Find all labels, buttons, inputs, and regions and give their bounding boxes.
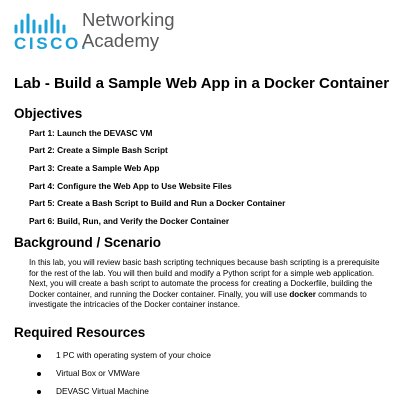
logo-networking-text: Networking (82, 9, 175, 30)
objective-part-2: Part 2: Create a Simple Bash Script (29, 145, 168, 155)
background-paragraph: In this lab, you will review basic bash … (29, 258, 391, 311)
objective-part-5: Part 5: Create a Bash Script to Build an… (29, 198, 286, 208)
cisco-bridge-bars-icon (14, 13, 66, 34)
objectives-heading: Objectives (14, 106, 83, 121)
background-heading: Background / Scenario (14, 235, 162, 250)
background-text-end: commands to investigate the intricacies … (29, 289, 367, 310)
docker-command-text: docker (289, 289, 316, 299)
resource-item-1: 1 PC with operating system of your choic… (56, 350, 211, 360)
page-title: Lab - Build a Sample Web App in a Docker… (14, 75, 390, 92)
bullet-icon (37, 390, 41, 394)
logo-academy-text: Academy (82, 30, 160, 51)
resource-item-3: DEVASC Virtual Machine (56, 386, 149, 396)
objective-part-3: Part 3: Create a Sample Web App (29, 163, 160, 173)
background-text-start: In this lab, you will review basic bash … (29, 258, 380, 299)
objective-part-6: Part 6: Build, Run, and Verify the Docke… (29, 216, 230, 226)
objective-part-1: Part 1: Launch the DEVASC VM (29, 128, 153, 138)
bullet-icon (37, 372, 41, 376)
cisco-networking-academy-logo: CISCO. Networking Academy (14, 10, 274, 54)
resource-item-2: Virtual Box or VMWare (56, 368, 140, 378)
objective-part-4: Part 4: Configure the Web App to Use Web… (29, 181, 232, 191)
resources-heading: Required Resources (14, 325, 146, 340)
bullet-icon (37, 354, 41, 358)
cisco-wordmark: CISCO. (14, 34, 89, 53)
